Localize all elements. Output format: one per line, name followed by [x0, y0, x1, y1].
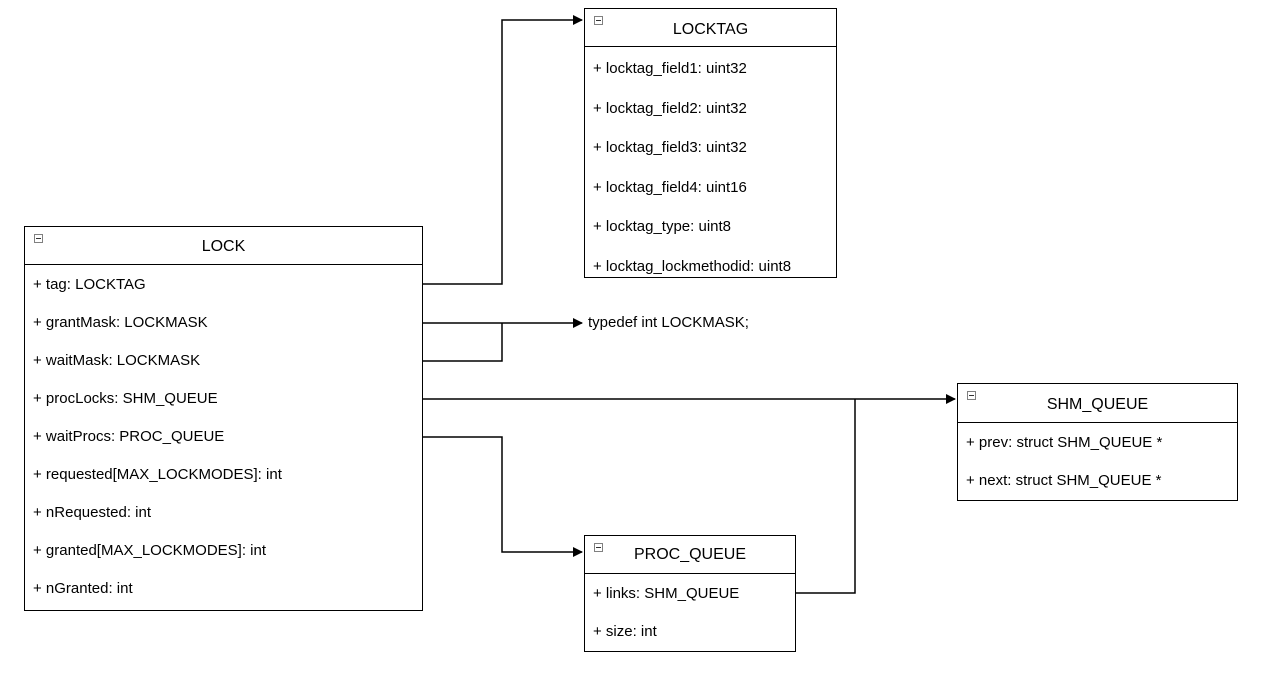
locktag-field: + locktag_lockmethodid: uint8 — [593, 257, 792, 275]
lock-field: + waitProcs: PROC_QUEUE — [33, 428, 225, 445]
lock-field: + waitMask: LOCKMASK — [33, 352, 201, 369]
locktag-title: LOCKTAG — [672, 21, 749, 38]
locktag-field: + locktag_field1: uint32 — [593, 60, 747, 77]
shm-queue-field: + prev: struct SHM_QUEUE * — [966, 434, 1163, 451]
connector-links-to-shm-queue — [796, 399, 856, 594]
proc-queue-class[interactable]: PROC_QUEUE + links: SHM_QUEUE + size: in… — [584, 535, 796, 652]
proc-queue-field: + links: SHM_QUEUE — [593, 585, 740, 602]
proc-queue-header[interactable]: PROC_QUEUE — [585, 536, 795, 574]
shm-queue-field: + next: struct SHM_QUEUE * — [966, 472, 1162, 489]
lock-field: + nRequested: int — [33, 504, 152, 521]
connector-waitmask-to-typedef — [423, 323, 503, 362]
connector-tag-to-locktag — [423, 15, 583, 285]
shm-queue-title: SHM_QUEUE — [1046, 396, 1149, 413]
locktag-header[interactable]: LOCKTAG — [585, 9, 836, 47]
lock-title: LOCK — [201, 238, 246, 255]
collapse-icon[interactable] — [967, 391, 976, 400]
lock-field: + tag: LOCKTAG — [33, 276, 146, 293]
lock-field: + nGranted: int — [33, 580, 133, 597]
proc-queue-field: + size: int — [593, 623, 657, 640]
typedef-note: typedef int LOCKMASK; — [588, 314, 749, 331]
lock-field: + grantMask: LOCKMASK — [33, 314, 208, 331]
lock-field: + requested[MAX_LOCKMODES]: int — [33, 466, 282, 483]
locktag-field: + locktag_field2: uint32 — [593, 99, 747, 117]
locktag-class[interactable]: LOCKTAG + locktag_field1: uint32 + lockt… — [584, 8, 837, 278]
lock-header[interactable]: LOCK — [25, 227, 422, 265]
lock-class[interactable]: LOCK + tag: LOCKTAG + grantMask: LOCKMAS… — [24, 226, 423, 611]
collapse-icon[interactable] — [594, 16, 603, 25]
locktag-field: + locktag_type: uint8 — [593, 218, 732, 235]
shm-queue-header[interactable]: SHM_QUEUE — [958, 384, 1237, 423]
connector-waitprocs-to-proc-queue — [423, 436, 583, 557]
collapse-icon[interactable] — [594, 543, 603, 552]
proc-queue-title: PROC_QUEUE — [633, 546, 747, 563]
shm-queue-class[interactable]: SHM_QUEUE + prev: struct SHM_QUEUE * + n… — [957, 383, 1238, 501]
lock-field: + procLocks: SHM_QUEUE — [33, 390, 218, 407]
collapse-icon[interactable] — [34, 234, 43, 243]
locktag-field: + locktag_field4: uint16 — [593, 178, 747, 196]
lock-field: + granted[MAX_LOCKMODES]: int — [33, 542, 267, 559]
locktag-field: + locktag_field3: uint32 — [593, 139, 747, 156]
